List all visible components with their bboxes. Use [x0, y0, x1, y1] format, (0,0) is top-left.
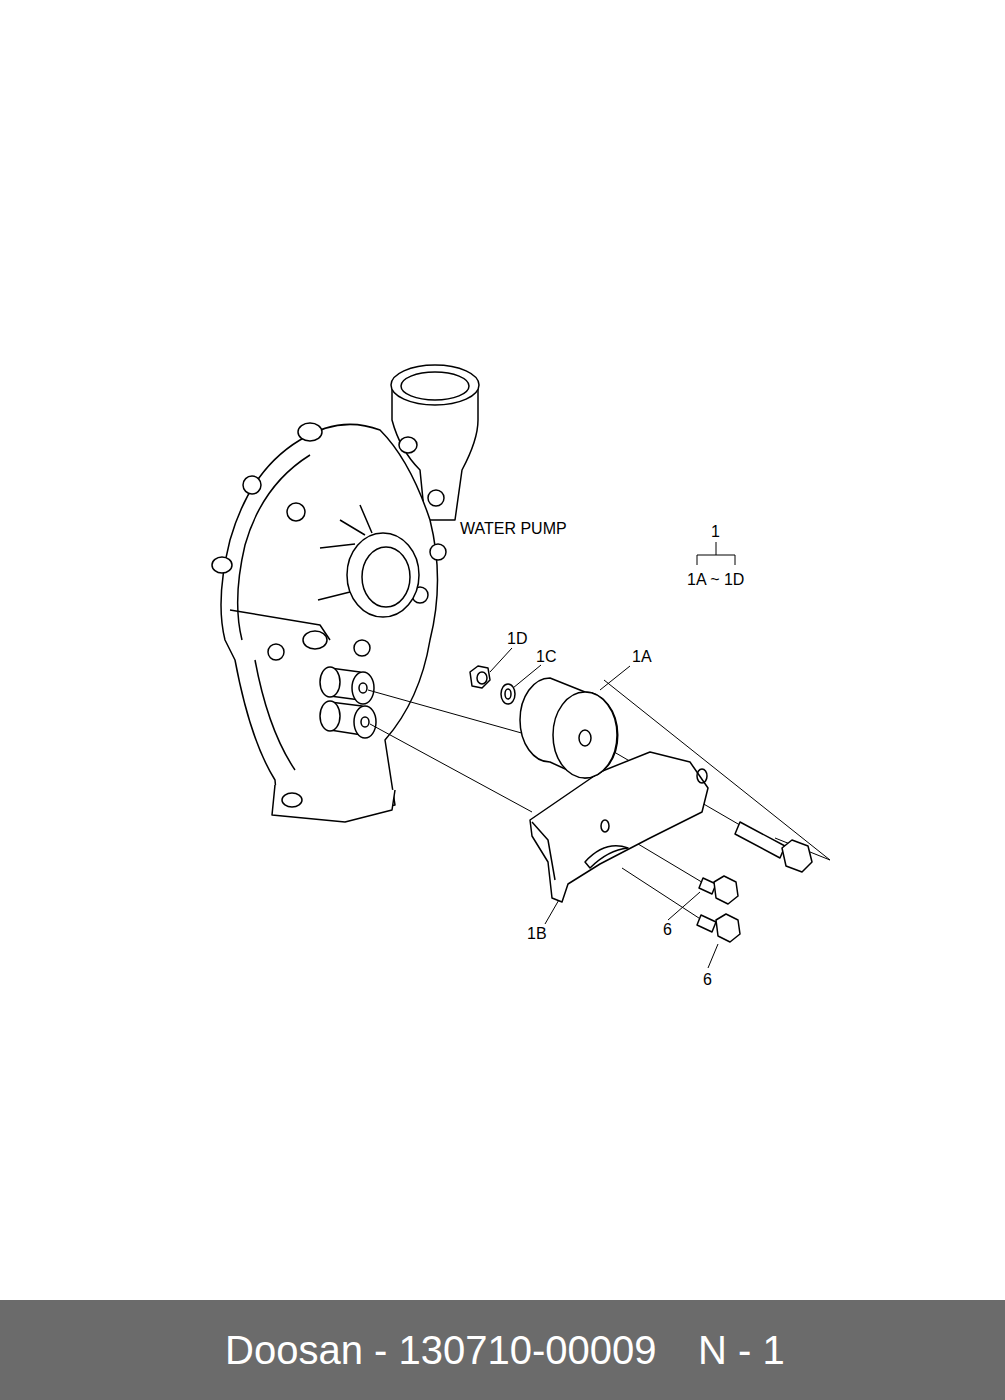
- callout-range: 1A ~ 1D: [687, 572, 744, 588]
- callout-number: 1D: [507, 631, 527, 647]
- callout-number: 6: [663, 922, 672, 938]
- bracket: [530, 752, 708, 902]
- callout-number: 1C: [536, 649, 556, 665]
- callout-number: 1A: [632, 649, 652, 665]
- callout-number: 1B: [527, 926, 547, 942]
- footer-band: Doosan - 130710-00009 N - 1: [0, 1300, 1005, 1400]
- leader-lines: [368, 542, 830, 968]
- footer-text: N - 1: [698, 1328, 785, 1372]
- idler-pulley: [520, 678, 618, 778]
- footer-text: Doosan - 130710-00009: [225, 1328, 656, 1372]
- water-pump: [212, 365, 479, 822]
- bolts: [697, 822, 812, 942]
- callout-number: 1: [711, 524, 720, 540]
- callout-number: 6: [703, 972, 712, 988]
- part-name: WATER PUMP: [460, 521, 567, 537]
- nut-washer: [470, 666, 515, 704]
